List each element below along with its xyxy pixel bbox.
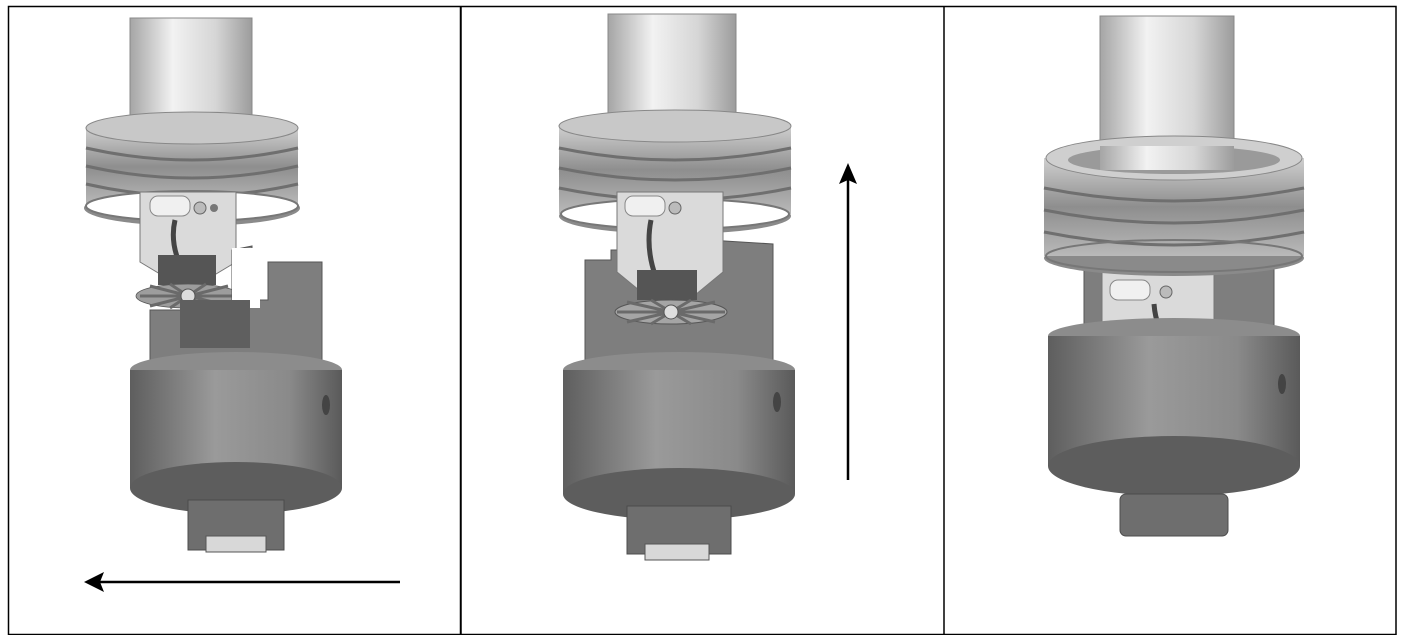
panel-step-3 bbox=[944, 5, 1397, 635]
guard-ring-icon bbox=[1043, 135, 1305, 276]
sprinkler-head-icon bbox=[614, 191, 728, 326]
pipe bbox=[607, 13, 737, 127]
socket-tool-icon bbox=[130, 245, 342, 553]
panel-step-2 bbox=[461, 5, 944, 635]
sprinkler-head-icon bbox=[135, 191, 241, 310]
arrow-left-icon bbox=[84, 572, 400, 592]
pipe bbox=[129, 17, 253, 131]
panel-step-1 bbox=[7, 5, 461, 635]
socket-tool-icon bbox=[563, 191, 795, 561]
arrow-up-icon bbox=[839, 163, 857, 480]
